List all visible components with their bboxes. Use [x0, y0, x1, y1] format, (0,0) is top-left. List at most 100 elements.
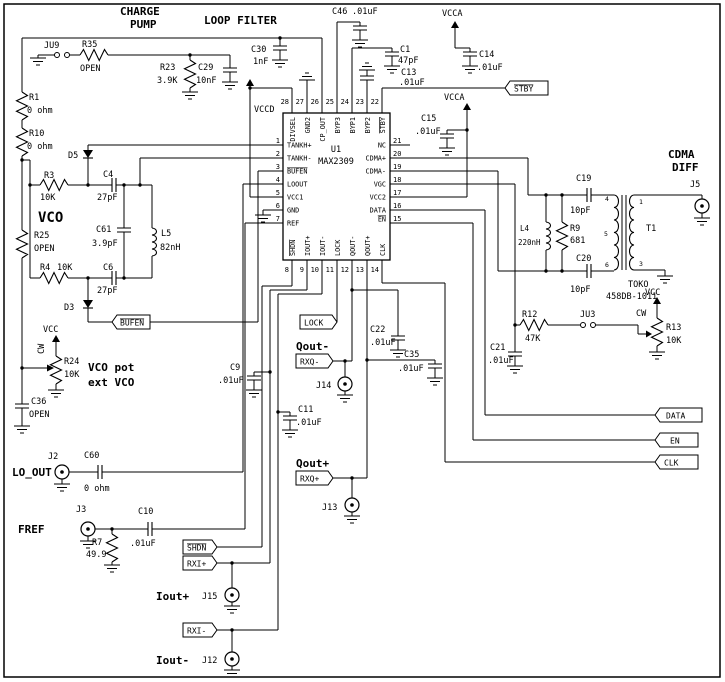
c35-capacitor — [427, 363, 443, 369]
pin-num-26: 26 — [311, 98, 319, 106]
c15-capacitor — [439, 133, 455, 139]
lock-flag — [299, 314, 338, 330]
c60-value: 0 ohm — [84, 484, 110, 494]
pin-num-10: 10 — [311, 266, 319, 274]
pin-name-cdma-plus: CDMA+ — [366, 155, 386, 163]
pin-name-stby: STBY — [379, 117, 387, 133]
r10-ref: R10 — [29, 129, 44, 139]
pin-num-6: 6 — [276, 202, 280, 210]
c11-value: .01uF — [296, 418, 322, 428]
shdn-flag-label: SHDN — [187, 544, 206, 553]
r10-value: 0 ohm — [27, 142, 53, 152]
pin-num-24: 24 — [341, 98, 349, 106]
c30-ref: C30 — [251, 45, 266, 55]
pin-name-bufen: BUFEN — [287, 168, 307, 176]
ground-icon — [693, 217, 711, 226]
l5-inductor — [151, 227, 158, 257]
c19-value: 10pF — [570, 206, 590, 216]
c4-capacitor — [111, 177, 117, 193]
c6-capacitor — [111, 270, 117, 286]
r24-wiper-arrow — [47, 364, 54, 372]
vco-pot-label: VCO pot — [88, 361, 134, 374]
r35-ref: R35 — [82, 40, 97, 50]
r23-value: 3.9K — [157, 76, 178, 86]
loop-filter-label: LOOP FILTER — [204, 14, 277, 27]
c35-ref: C35 — [404, 350, 419, 360]
ground-icon — [47, 389, 65, 398]
pin-num-2: 2 — [276, 150, 280, 158]
j13-connector — [344, 497, 360, 513]
c22-ref: C22 — [370, 325, 385, 335]
c14-value: .01uF — [477, 63, 503, 73]
ic-refdes: U1 — [331, 145, 341, 155]
ground-icon — [336, 394, 354, 403]
ic-pin-names: DIVSEL GND2 CP_OUT BYP3 BYP1 BYP2 STBY T… — [287, 117, 387, 256]
j3-connector — [80, 521, 96, 537]
r35-value: OPEN — [80, 64, 100, 74]
ground-icon — [103, 564, 121, 573]
fref-label: FREF — [18, 523, 45, 536]
pin-name-vcc1: VCC1 — [287, 194, 303, 202]
r7-resistor — [105, 533, 119, 563]
pin-num-15: 15 — [393, 215, 401, 223]
pin-num-11: 11 — [326, 266, 334, 274]
ground-icon — [383, 65, 401, 74]
ground-icon — [461, 65, 479, 74]
iout-plus-label: Iout+ — [156, 590, 189, 603]
pin-name-qout-minus: QOUT- — [349, 236, 357, 256]
ic-body — [282, 112, 391, 261]
ext-vco-label: ext VCO — [88, 376, 135, 389]
c60-capacitor — [97, 464, 103, 480]
bufen-flag-label: BUFEN — [120, 319, 144, 328]
rxi-minus-flag-label: RXI- — [187, 627, 206, 636]
vcca-power-icon — [463, 103, 471, 110]
rxi-minus-flag — [182, 622, 218, 638]
c19-capacitor — [586, 187, 592, 203]
ju3-jumper — [580, 322, 596, 328]
c46-value: .01uF — [352, 7, 378, 17]
pin-name-iout-plus: IOUT+ — [304, 236, 312, 256]
pin-num-12: 12 — [341, 266, 349, 274]
j15-connector — [224, 587, 240, 603]
c46-capacitor — [352, 25, 368, 31]
pin-name-tankh-minus: TANKH- — [287, 155, 312, 163]
vcc-left-label: VCC — [43, 325, 58, 335]
vcc-power-icon — [653, 297, 661, 304]
c61-ref: C61 — [96, 225, 111, 235]
c9-capacitor — [246, 375, 262, 381]
r25-resistor — [15, 229, 29, 259]
pin-name-nc: NC — [378, 142, 386, 150]
power-labels: VCCA VCCA VCCD VCC VCC — [43, 9, 660, 335]
pin-name-qout-plus: QOUT+ — [364, 236, 372, 256]
rxi-plus-flag-label: RXI+ — [187, 560, 206, 569]
c30-capacitor — [272, 45, 288, 51]
ground-icon — [343, 515, 361, 524]
l4-inductor — [545, 221, 552, 251]
r3-ref: R3 — [44, 171, 54, 181]
component-labels: R1 0 ohm R10 0 ohm R25 OPEN C36 OPEN JU9… — [27, 7, 682, 560]
r24-potentiometer — [49, 355, 63, 385]
r23-resistor — [183, 59, 197, 89]
ic-pin-numbers: 28 27 26 25 24 23 22 1 2 3 4 5 6 7 8 9 1… — [276, 98, 402, 274]
l4-value: 220nH — [518, 238, 541, 247]
ic-pin-stubs — [263, 95, 410, 278]
d3-ref: D3 — [64, 303, 74, 313]
c60-ref: C60 — [84, 451, 99, 461]
pin-num-27: 27 — [296, 98, 304, 106]
t1-pin-3: 3 — [639, 260, 643, 268]
cdma-label: CDMA — [668, 148, 695, 161]
qout-plus-label: Qout+ — [296, 457, 329, 470]
section-labels: CHARGE PUMP LOOP FILTER VCO VCO pot ext … — [12, 5, 699, 667]
c36-ref: C36 — [31, 397, 46, 407]
pin-name-cdma-minus: CDMA- — [366, 168, 386, 176]
c13-value: .01uF — [399, 78, 425, 88]
j14-connector — [337, 376, 353, 392]
ground-icon — [29, 57, 47, 66]
shdn-flag — [182, 539, 218, 555]
c20-ref: C20 — [576, 254, 591, 264]
j12-connector — [224, 651, 240, 667]
j2-connector — [54, 464, 70, 480]
pin-num-20: 20 — [393, 150, 401, 158]
pin-num-8: 8 — [285, 266, 289, 274]
c15-value: .01uF — [415, 127, 441, 137]
